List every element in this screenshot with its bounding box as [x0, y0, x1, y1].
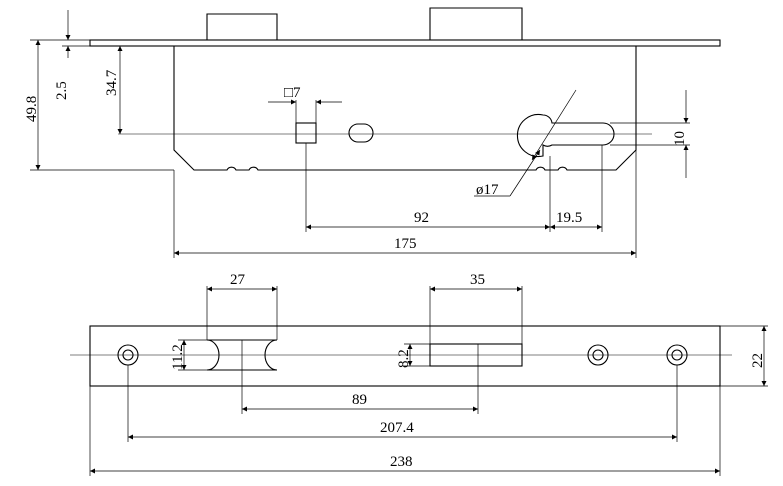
top-view-lock-body	[89, 7, 721, 171]
label-92: 92	[414, 210, 429, 226]
label-238: 238	[390, 454, 413, 470]
dim-35: 35	[430, 272, 522, 292]
dim-92: 92	[306, 210, 550, 230]
label-49-8: 49.8	[24, 96, 40, 122]
label-207-4: 207.4	[380, 420, 414, 436]
dim-8-2: 8.2	[396, 344, 413, 368]
oval-hole	[348, 123, 374, 143]
dim-10: 10	[672, 90, 689, 178]
dim-dia-17: ø17	[474, 89, 577, 198]
cylinder-profile	[516, 113, 615, 158]
lock-case	[173, 45, 637, 171]
label-10: 10	[672, 131, 688, 146]
dim-49-8: 49.8	[24, 40, 41, 170]
dim-34-7: 34.7	[104, 46, 123, 134]
top-view-construction-lines	[30, 39, 690, 258]
label-175: 175	[394, 236, 417, 252]
label-27: 27	[230, 272, 246, 288]
latch-opening	[206, 339, 278, 371]
dim-207-4: 207.4	[128, 420, 677, 440]
dim-square-7: □7	[268, 85, 342, 105]
faceplate-edge	[89, 39, 721, 47]
label-8-2: 8.2	[396, 349, 412, 368]
dim-238: 238	[90, 454, 720, 474]
dim-2-5: 2.5	[54, 10, 71, 100]
label-19-5: 19.5	[556, 210, 582, 226]
front-view-construction-lines	[70, 286, 768, 476]
dim-89: 89	[242, 392, 478, 412]
dead-bolt-protrusion	[429, 7, 523, 40]
faceplate	[89, 325, 721, 387]
label-34-7: 34.7	[104, 69, 120, 96]
label-35: 35	[470, 272, 485, 288]
dim-175: 175	[174, 236, 636, 256]
label-22: 22	[750, 353, 766, 368]
dim-22: 22	[750, 326, 767, 386]
label-2-5: 2.5	[54, 81, 70, 100]
label-11-2: 11.2	[170, 344, 186, 370]
latch-bolt-protrusion	[206, 13, 278, 40]
label-89: 89	[352, 392, 367, 408]
dim-11-2: 11.2	[170, 340, 187, 370]
dim-19-5: 19.5	[550, 210, 602, 230]
square-spindle-hole	[295, 122, 317, 144]
label-dia-17: ø17	[476, 182, 499, 198]
dim-27: 27	[207, 272, 277, 292]
label-square-7: □7	[284, 85, 301, 101]
